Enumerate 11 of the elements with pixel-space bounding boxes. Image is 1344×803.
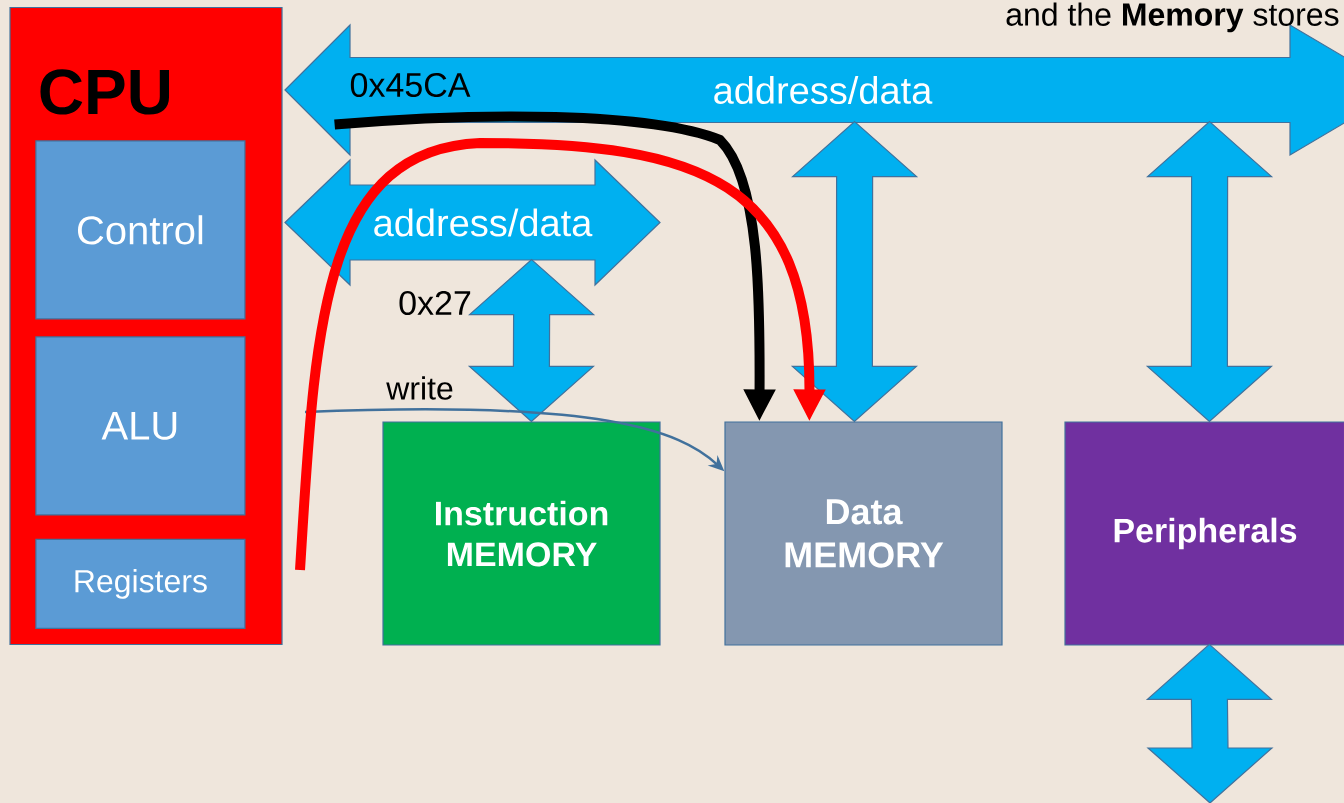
alu-box: ALU (35, 336, 246, 516)
control-box: Control (35, 140, 246, 320)
edge-label: 0x27 (399, 290, 471, 316)
bus-band: address/data (284, 158, 661, 287)
memory-box: Instruction MEMORY (382, 421, 661, 646)
edge-label: write (386, 376, 453, 400)
registers-box: Registers (35, 538, 246, 629)
arrow (295, 138, 826, 571)
peripherals-box: Peripherals (1064, 421, 1344, 646)
memory-box: Data MEMORY (724, 421, 1003, 646)
edge-label: 0x45CA (350, 72, 471, 98)
